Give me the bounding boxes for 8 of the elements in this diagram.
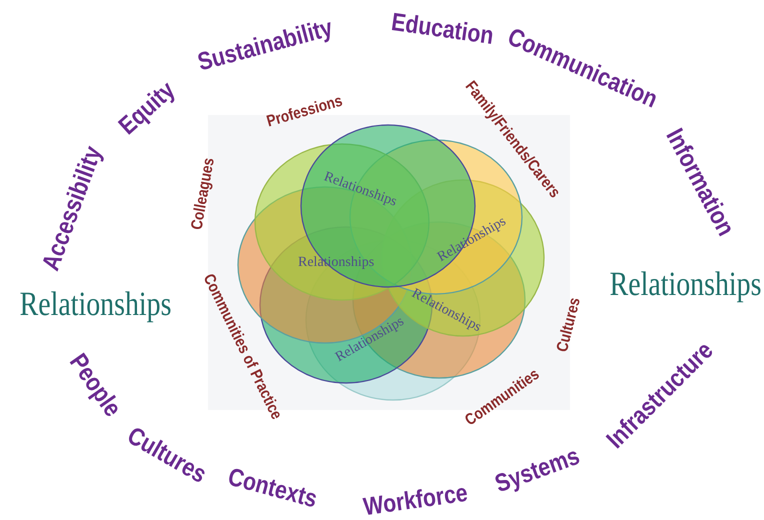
network-label: Cultures	[554, 296, 584, 354]
theme-word: Education	[389, 9, 495, 49]
theme-word: Contexts	[224, 464, 320, 512]
theme-word: Systems	[492, 443, 582, 497]
heading-word: Relationships	[609, 268, 761, 302]
heading-word: Relationships	[19, 288, 171, 322]
theme-word: Workforce	[362, 480, 469, 520]
network-label: Colleagues	[189, 156, 218, 232]
